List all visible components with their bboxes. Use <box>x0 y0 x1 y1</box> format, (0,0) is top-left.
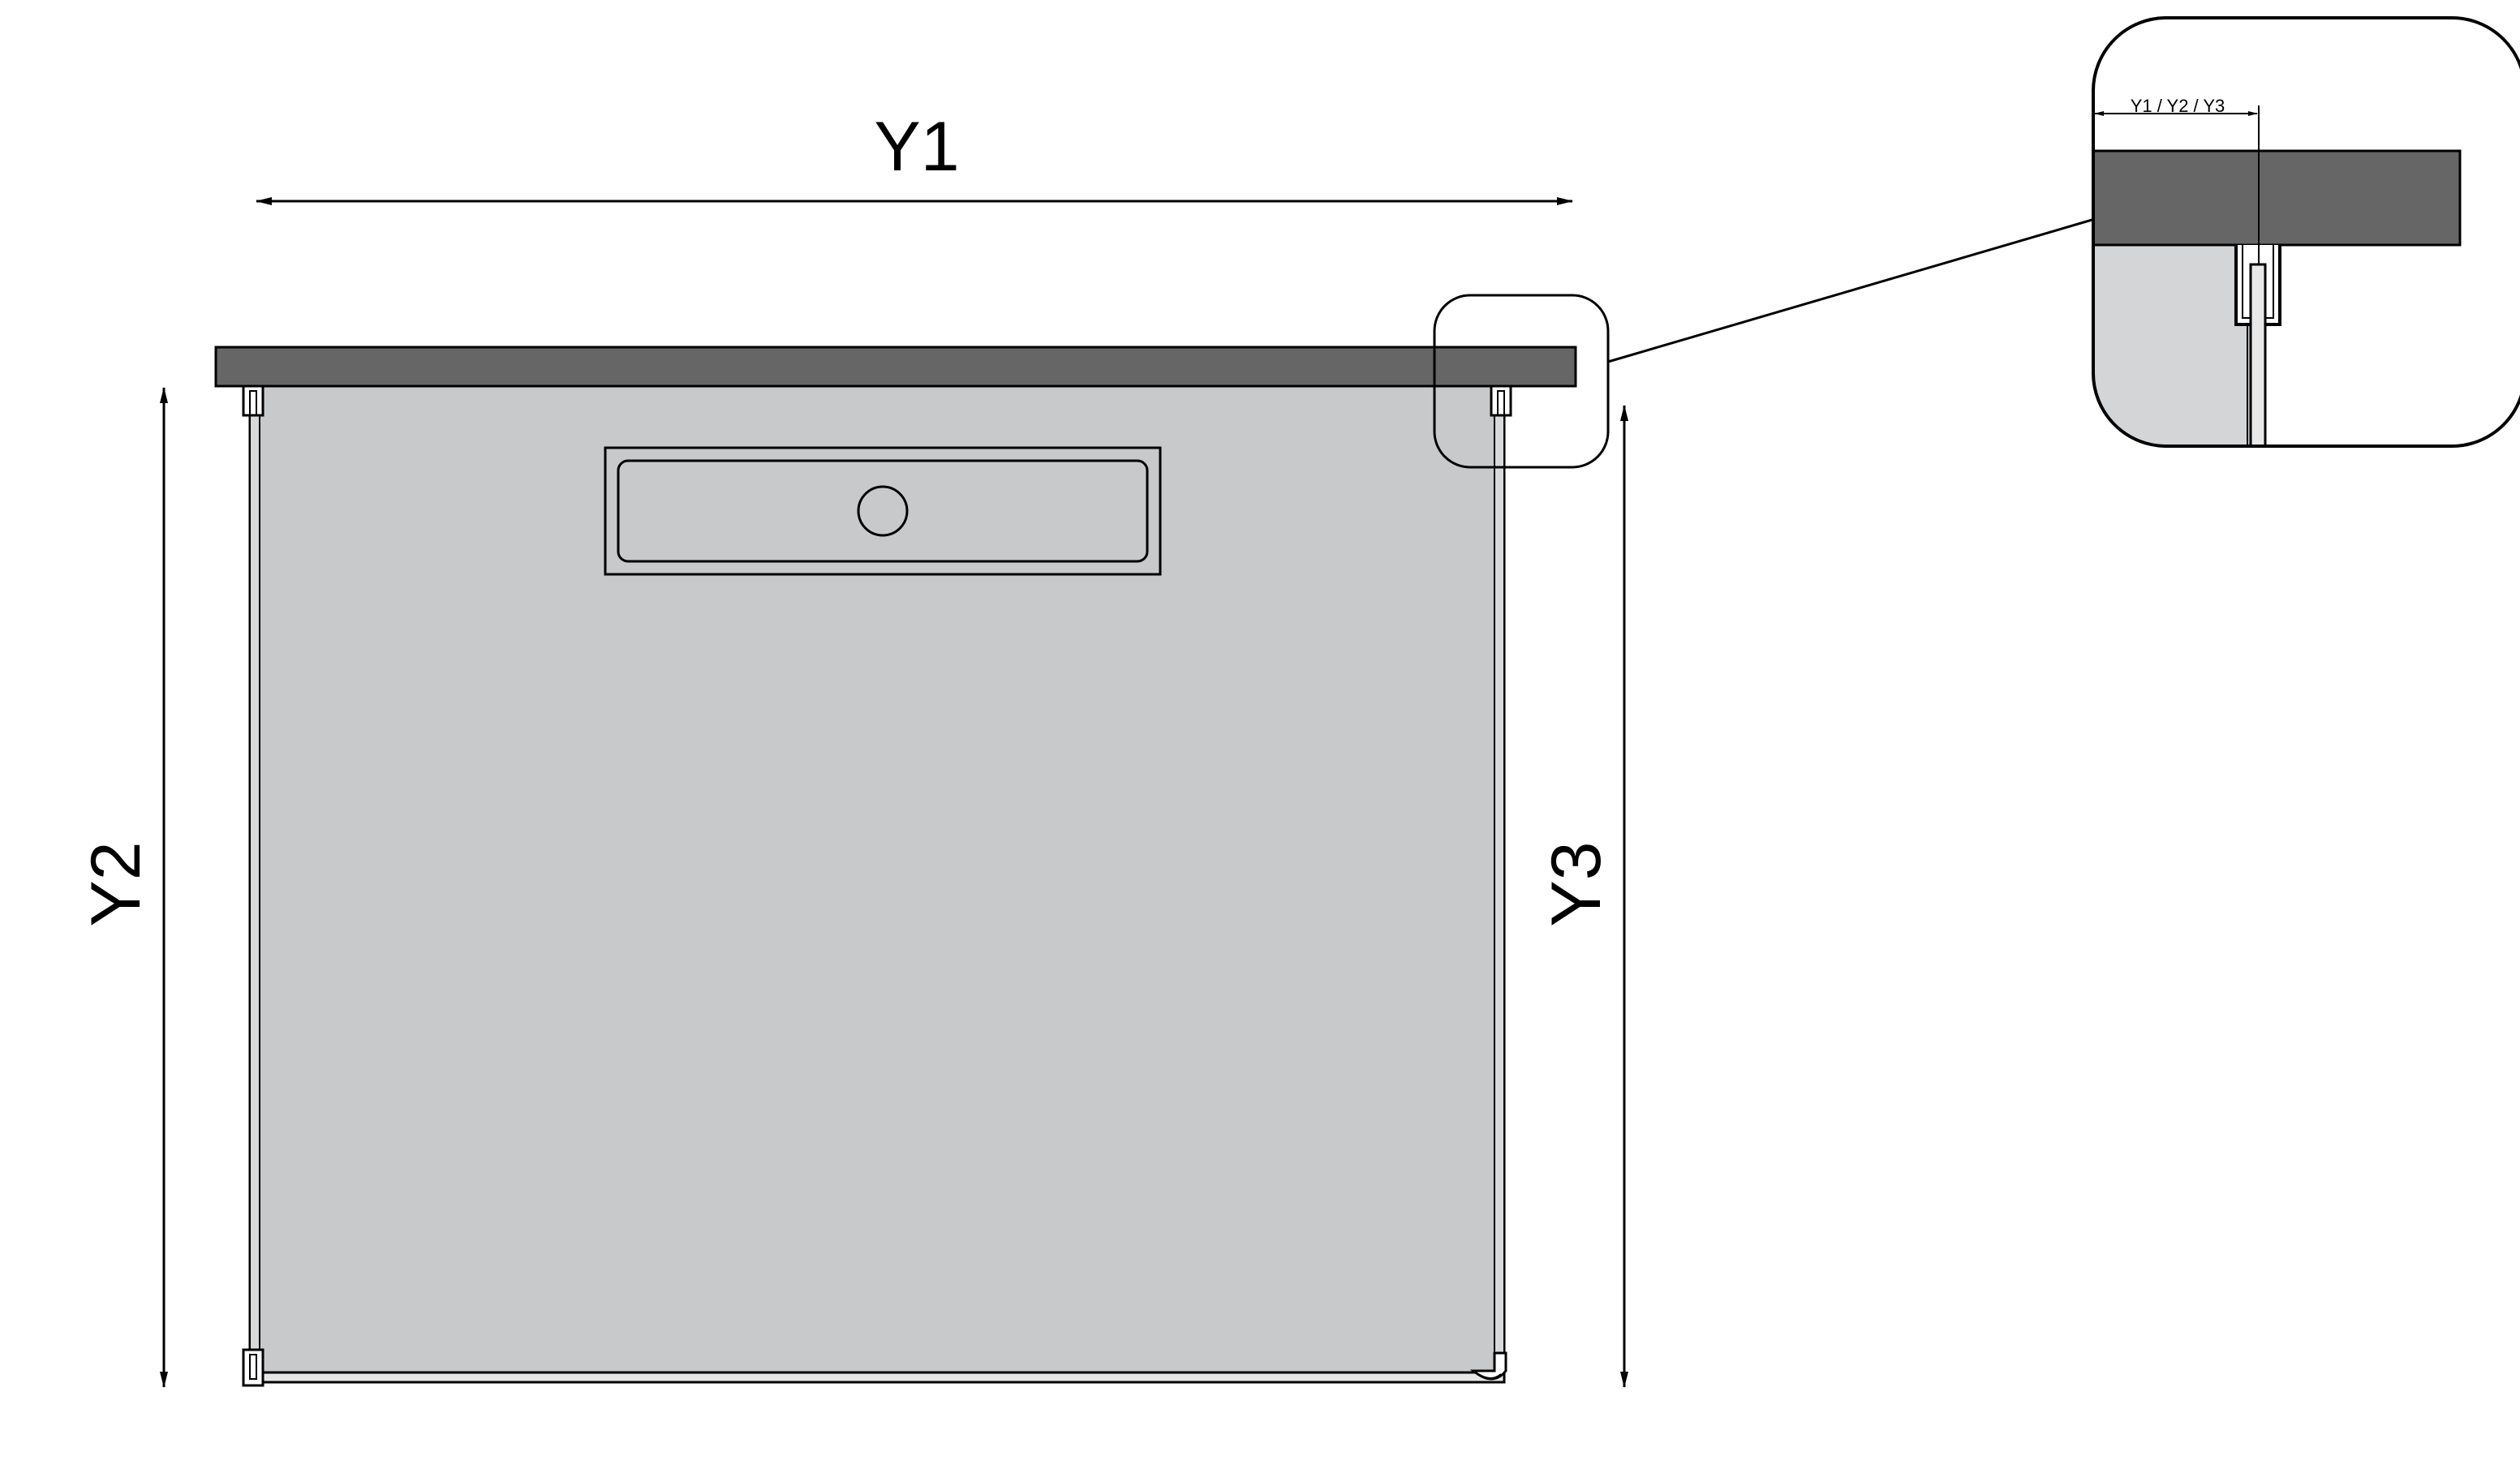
width-dimension: Y1 <box>256 108 1573 205</box>
detail-leader-line <box>1607 217 2096 363</box>
detail-callout-marker <box>1433 294 1610 469</box>
detail-glass <box>2093 243 2256 446</box>
bottom-rail <box>248 1371 1506 1384</box>
right-height-dimension: Y3 <box>1537 405 1628 1388</box>
top-right-bracket <box>1490 384 1512 417</box>
detail-frame <box>2092 16 2520 448</box>
width-label: Y1 <box>874 108 959 186</box>
right-wall-profile <box>1494 385 1505 1378</box>
detail-enlargement: Y1 / Y2 / Y3 <box>2092 16 2520 448</box>
right-height-label: Y3 <box>1537 841 1615 926</box>
shower-screen <box>242 384 1512 1387</box>
detail-glass-pane <box>2249 263 2267 446</box>
left-height-label: Y2 <box>77 841 155 926</box>
detail-label: Y1 / Y2 / Y3 <box>2131 96 2225 116</box>
handle-knob <box>857 485 909 537</box>
ceiling-beam <box>214 346 1577 388</box>
left-height-dimension: Y2 <box>77 387 168 1388</box>
left-wall-profile <box>249 385 260 1378</box>
detail-beam <box>2093 149 2462 247</box>
